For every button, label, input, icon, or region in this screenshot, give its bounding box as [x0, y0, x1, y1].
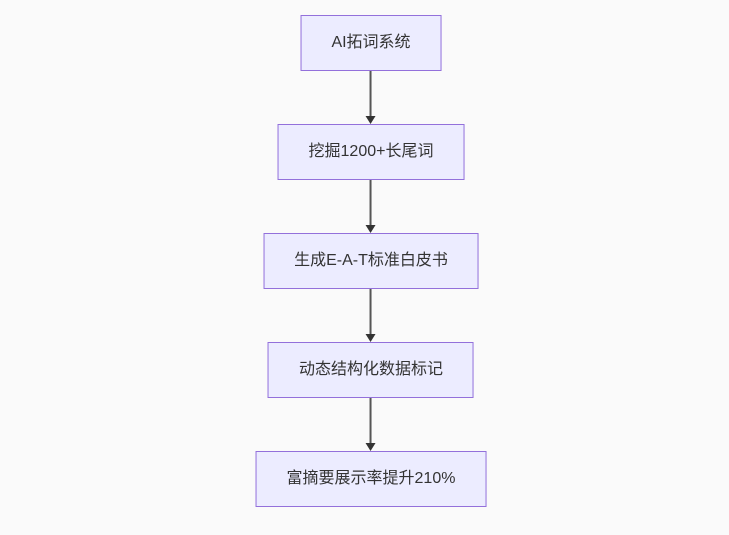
- flow-node-ai-word-system: AI拓词系统: [300, 15, 442, 71]
- flow-node-longtail-mining: 挖掘1200+长尾词: [277, 124, 465, 180]
- arrow-head-icon: [366, 225, 376, 233]
- arrow-head-icon: [366, 443, 376, 451]
- arrow-head-icon: [366, 116, 376, 124]
- down-arrow-1: [366, 71, 376, 124]
- down-arrow-2: [366, 180, 376, 233]
- arrow-line: [370, 289, 372, 335]
- flow-column: AI拓词系统 挖掘1200+长尾词 生成E-A-T标准白皮书 动态结构化数据标记: [255, 15, 487, 507]
- flow-node-label: 挖掘1200+长尾词: [308, 143, 434, 161]
- flow-node-label: 动态结构化数据标记: [298, 361, 443, 379]
- arrow-line: [370, 180, 372, 226]
- flow-node-structured-data: 动态结构化数据标记: [267, 342, 474, 398]
- arrow-line: [370, 398, 372, 444]
- flow-node-label: 生成E-A-T标准白皮书: [294, 252, 448, 270]
- flow-node-label: AI拓词系统: [331, 34, 411, 52]
- down-arrow-3: [366, 289, 376, 342]
- flow-node-eat-whitepaper: 生成E-A-T标准白皮书: [263, 233, 479, 289]
- flow-node-rich-snippet-result: 富摘要展示率提升210%: [255, 451, 487, 507]
- arrow-head-icon: [366, 334, 376, 342]
- arrow-line: [370, 71, 372, 117]
- flow-node-label: 富摘要展示率提升210%: [286, 470, 456, 488]
- down-arrow-4: [366, 398, 376, 451]
